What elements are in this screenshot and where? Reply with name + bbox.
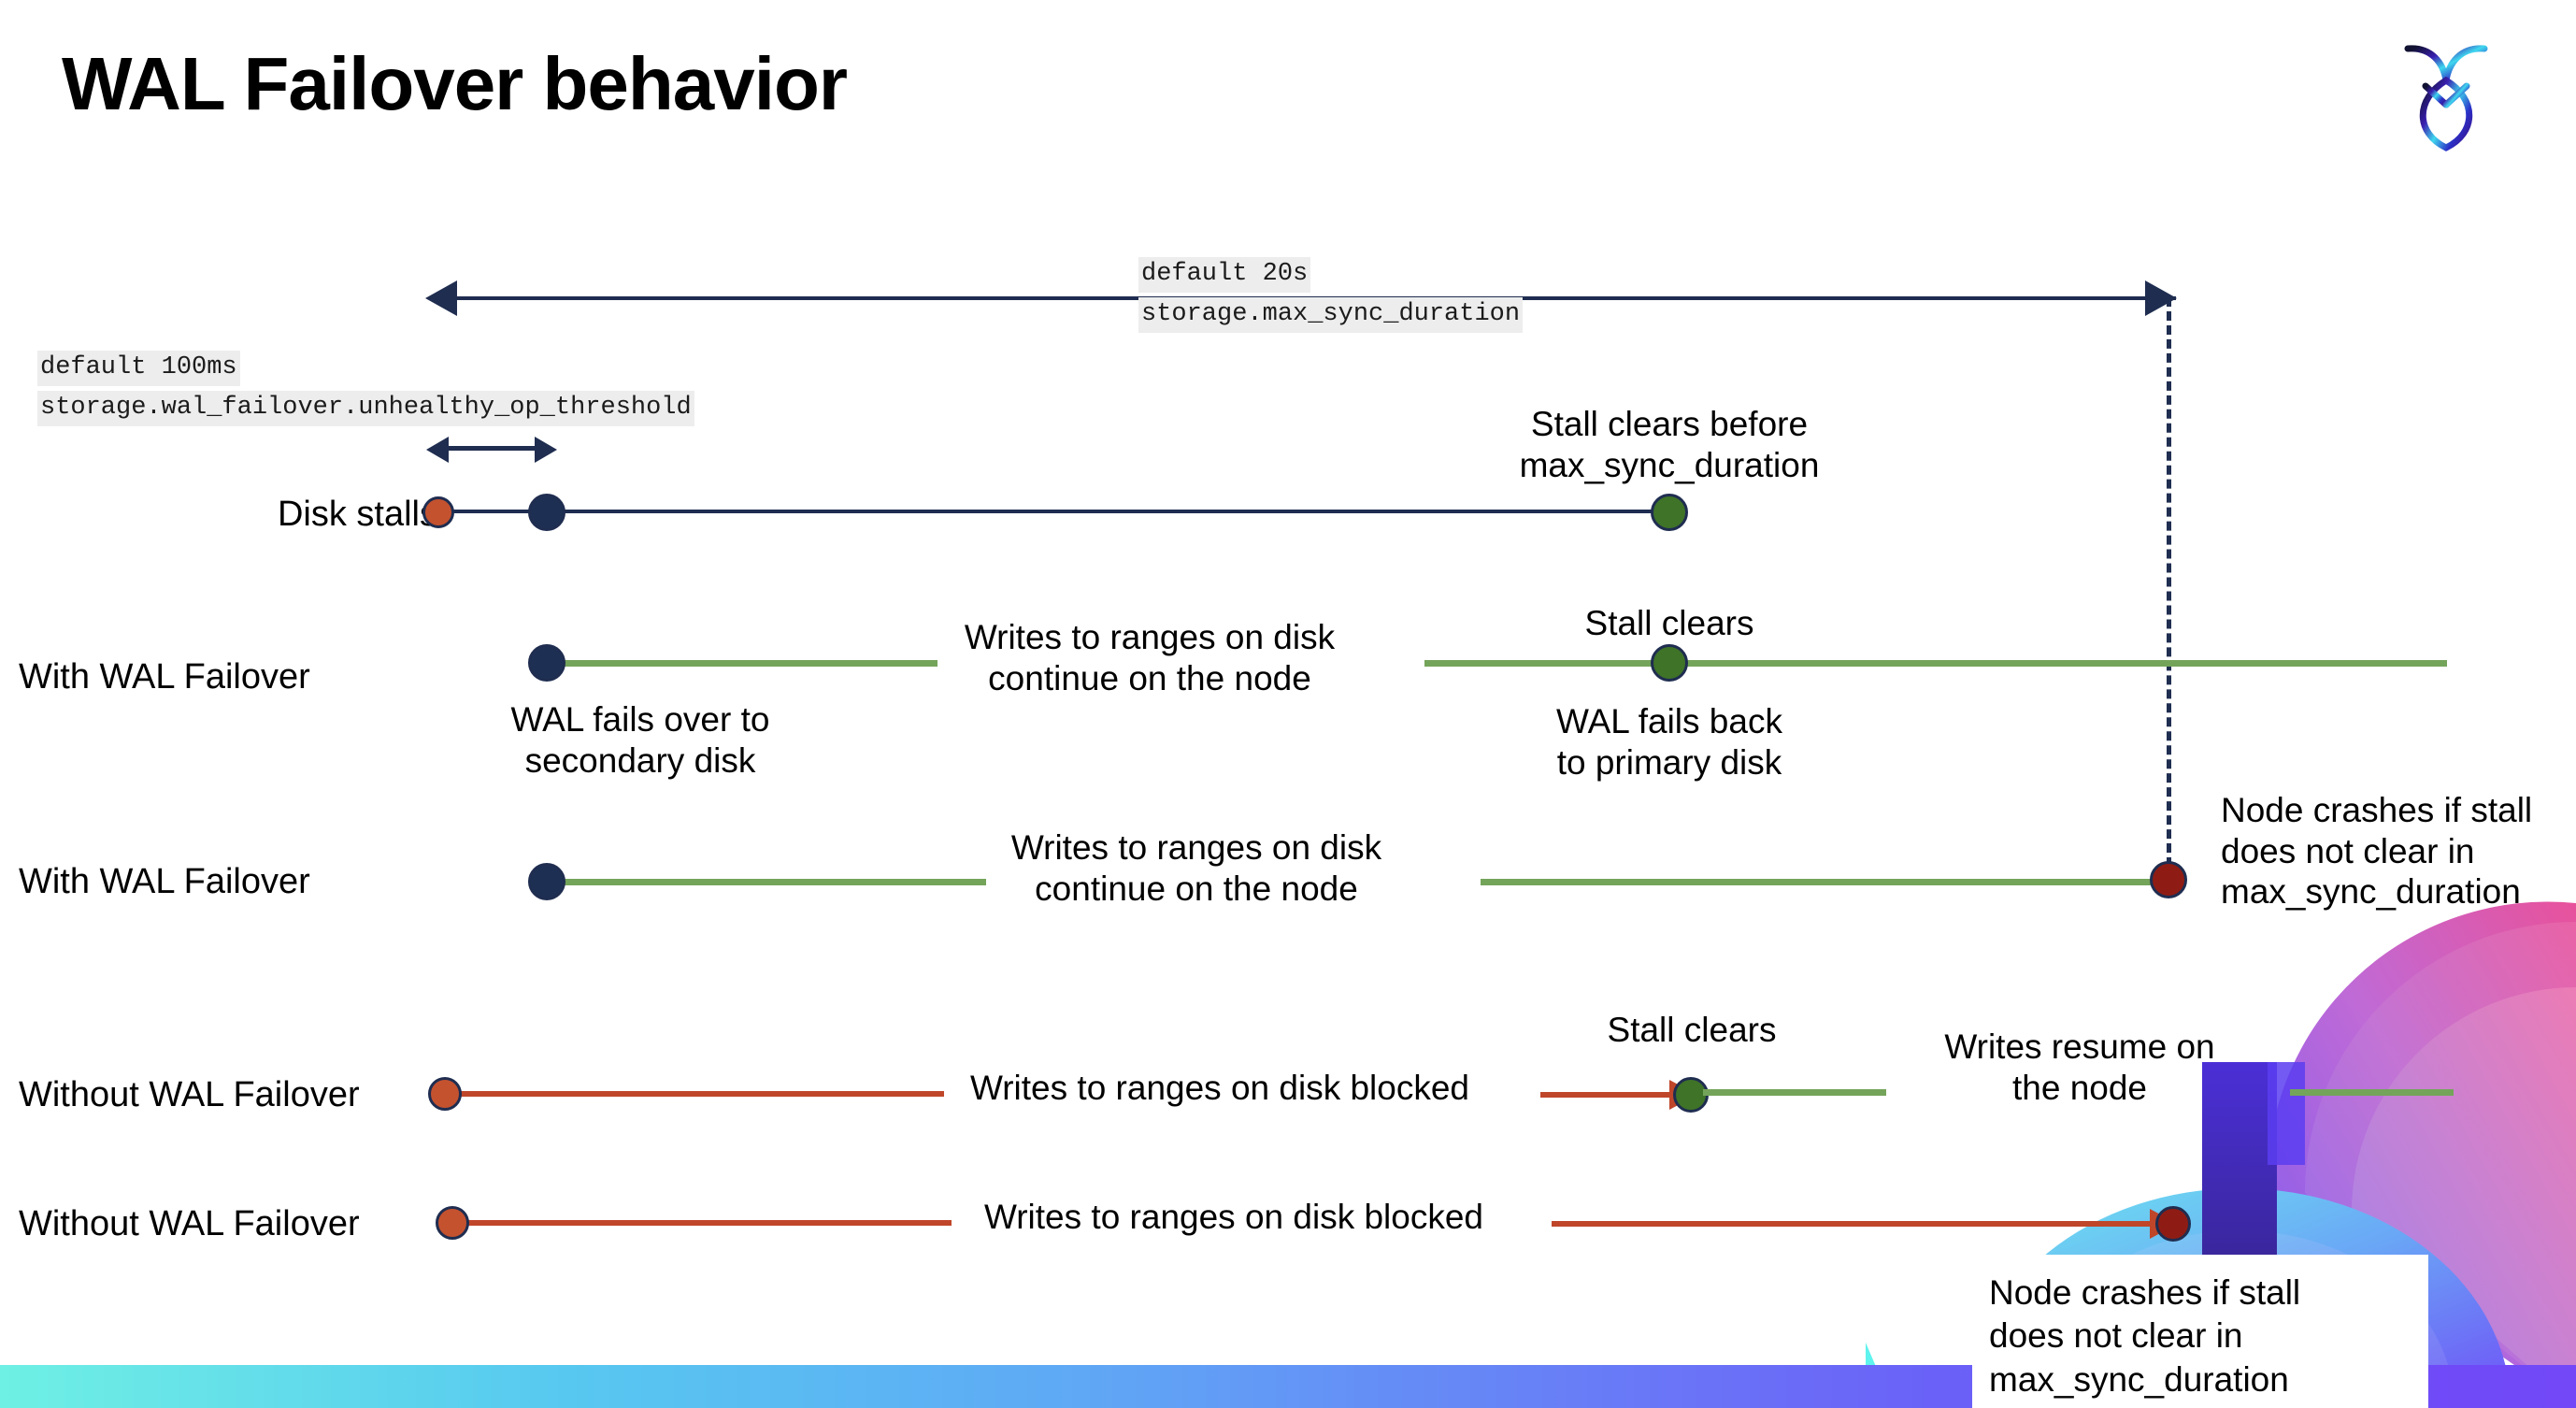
disk-stalls-clear-dot	[1651, 494, 1688, 531]
row5-mid-note: Writes to ranges on disk blocked	[983, 1198, 1484, 1236]
row4-start-dot	[428, 1077, 462, 1111]
row3-segment-left	[556, 879, 986, 885]
max-sync-default-label: default 20s	[1138, 257, 1311, 293]
disk-stalls-timeline	[439, 510, 1675, 513]
row4-segment-red-right	[1540, 1092, 1671, 1098]
row-label-without-wal-failover-1: Without WAL Failover	[19, 1075, 360, 1114]
threshold-arrow-right-head	[535, 437, 557, 463]
row4-mid-note: Writes to ranges on disk blocked	[969, 1069, 1470, 1107]
max-sync-setting-label: storage.max_sync_duration	[1138, 297, 1524, 333]
row4-writes-resume-note: Writes resume on the node	[1944, 1027, 2215, 1107]
cockroachdb-logo-icon	[2395, 32, 2497, 153]
row2-fail-back-note: WAL fails back to primary disk	[1556, 702, 1782, 782]
unhealthy-op-setting-label: storage.wal_failover.unhealthy_op_thresh…	[37, 391, 694, 426]
threshold-span-line	[447, 446, 537, 451]
row3-crash-note: Node crashes if stall does not clear in …	[2221, 791, 2533, 912]
threshold-arrow-left-head	[426, 437, 449, 463]
disk-stalls-start-dot	[422, 496, 454, 528]
row4-segment-green	[1703, 1089, 1886, 1096]
disk-stalls-failover-dot	[528, 494, 565, 531]
page-title: WAL Failover behavior	[62, 42, 848, 125]
row5-crash-callout: Node crashes if stall does not clear in …	[1972, 1255, 2428, 1408]
row2-failover-note: WAL fails over to secondary disk	[510, 700, 770, 780]
max-sync-drop-dashed-line	[2167, 297, 2171, 881]
row4-stall-clears-note: Stall clears	[1607, 1011, 1777, 1049]
row5-segment-right	[1552, 1221, 2159, 1227]
unhealthy-op-default-label: default 100ms	[37, 351, 240, 386]
row3-failover-dot	[528, 863, 565, 900]
row3-crash-dot	[2150, 861, 2187, 898]
row-label-with-wal-failover-1: With WAL Failover	[19, 657, 310, 697]
row3-segment-right	[1481, 879, 2167, 885]
row2-stall-clears-dot	[1651, 644, 1688, 682]
max-sync-arrow-right-head	[2145, 280, 2177, 316]
row2-segment-left	[556, 660, 937, 667]
row2-failover-dot	[528, 644, 565, 682]
row-label-with-wal-failover-2: With WAL Failover	[19, 862, 310, 901]
row-label-disk-stalls: Disk stalls	[277, 495, 437, 534]
row4-segment-green-far	[2290, 1089, 2454, 1096]
max-sync-arrow-left-head	[425, 280, 457, 316]
row2-stall-clears-note: Stall clears	[1584, 604, 1754, 642]
row2-mid-note: Writes to ranges on disk continue on the…	[964, 618, 1336, 697]
row3-mid-note: Writes to ranges on disk continue on the…	[1010, 828, 1382, 908]
row5-segment-left	[465, 1220, 952, 1226]
row5-start-dot	[436, 1206, 469, 1240]
row-label-without-wal-failover-2: Without WAL Failover	[19, 1204, 360, 1243]
row5-crash-dot	[2155, 1206, 2191, 1242]
disk-stalls-clear-note: Stall clears before max_sync_duration	[1519, 405, 1820, 484]
row2-segment-right	[1424, 660, 2447, 667]
row4-segment-left	[458, 1091, 944, 1097]
